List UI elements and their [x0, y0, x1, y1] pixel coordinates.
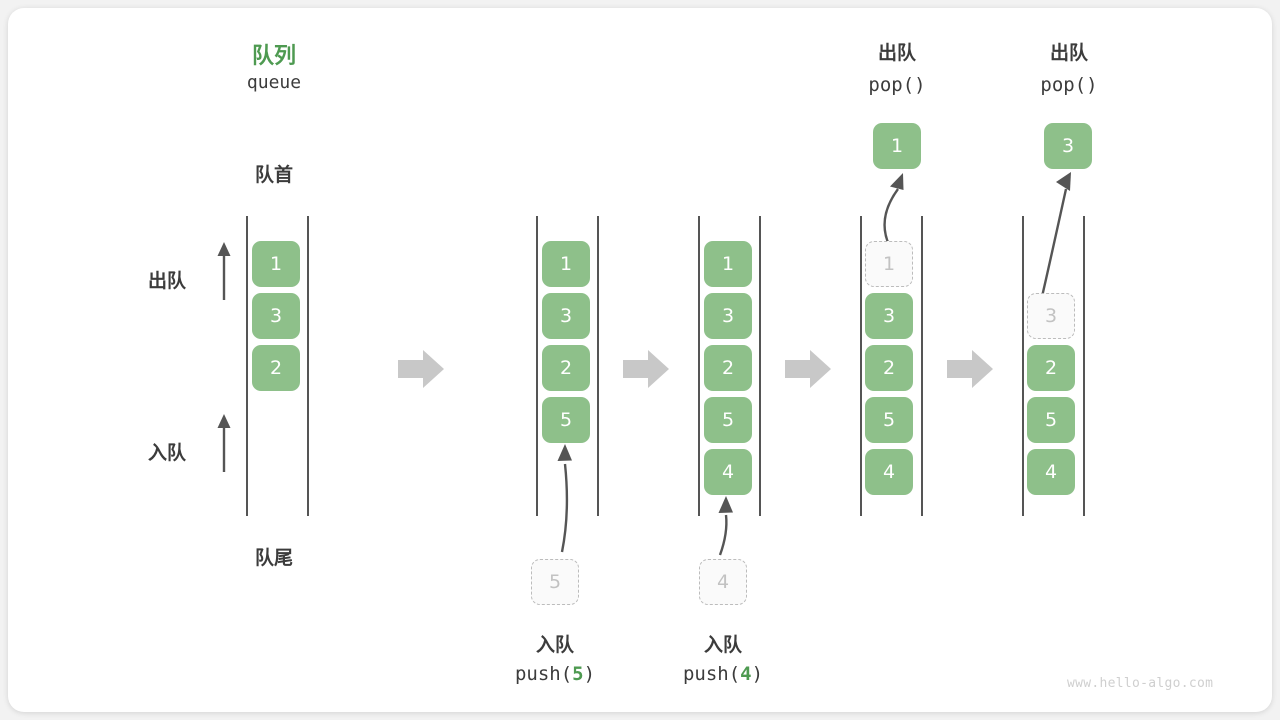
queue-item-leaving: 1 [865, 241, 913, 287]
queue-item: 5 [704, 397, 752, 443]
stage-header-code-pop-1: pop() [868, 74, 926, 96]
queue-item: 4 [1027, 449, 1075, 495]
stage-header-cn-pop-3: 出队 [1049, 42, 1088, 64]
push-paren-close: ) [583, 663, 596, 685]
queue-item: 3 [704, 293, 752, 339]
stage-caption-code-push-5: push(5) [495, 663, 615, 685]
queue-item: 3 [865, 293, 913, 339]
queue-rail-right-1 [307, 216, 309, 516]
right-flow-arrow-icon [398, 350, 444, 388]
queue-item: 5 [1027, 397, 1075, 443]
push-label: push( [682, 663, 741, 685]
queue-item: 5 [865, 397, 913, 443]
queue-item: 2 [1027, 345, 1075, 391]
queue-item-leaving: 3 [1027, 293, 1075, 339]
stage-caption-code-push-4: push(4) [663, 663, 783, 685]
queue-item: 3 [252, 293, 300, 339]
queue-tail-label: 队尾 [254, 547, 293, 569]
queue-rail-left-5 [1022, 216, 1024, 516]
queue-item: 2 [252, 345, 300, 391]
queue-rail-right-3 [759, 216, 761, 516]
enqueue-side-label: 入队 [148, 442, 187, 464]
queue-item: 4 [865, 449, 913, 495]
diagram-title-cn: 队列 [251, 44, 296, 69]
curved-arrow-icon-pop-1 [883, 173, 904, 248]
queue-item: 3 [542, 293, 590, 339]
push-argument: 4 [740, 663, 752, 685]
right-flow-arrow-icon [785, 350, 831, 388]
queue-item: 1 [542, 241, 590, 287]
queue-head-label: 队首 [254, 164, 293, 186]
up-arrow-icon-enqueue [217, 414, 231, 472]
right-flow-arrow-icon [947, 350, 993, 388]
queue-item: 2 [865, 345, 913, 391]
queue-rail-left-1 [246, 216, 248, 516]
stage-header-cn-pop-1: 出队 [877, 42, 916, 64]
stage-caption-cn-push-5: 入队 [535, 634, 574, 656]
up-arrow-icon-dequeue [217, 242, 231, 300]
popped-value-box: 1 [873, 123, 921, 169]
incoming-ghost-box: 4 [699, 559, 747, 605]
incoming-ghost-box: 5 [531, 559, 579, 605]
stage-header-code-pop-3: pop() [1040, 74, 1098, 96]
queue-item-new: 5 [542, 397, 590, 443]
curved-arrow-icon-pop-3 [1039, 172, 1071, 302]
queue-item: 2 [704, 345, 752, 391]
queue-item: 1 [704, 241, 752, 287]
queue-item-new: 4 [704, 449, 752, 495]
curved-arrow-icon-push-4 [718, 496, 733, 556]
popped-value-box: 3 [1044, 123, 1092, 169]
watermark: www.hello-algo.com [1067, 676, 1214, 691]
queue-item: 2 [542, 345, 590, 391]
queue-rail-right-5 [1083, 216, 1085, 516]
right-flow-arrow-icon [623, 350, 669, 388]
diagram-card: 队列 queue 队首 队尾 出队 入队 1 3 2 1 3 2 5 [8, 8, 1272, 712]
push-paren-close: ) [751, 663, 764, 685]
push-argument: 5 [572, 663, 584, 685]
queue-rail-right-4 [921, 216, 923, 516]
curved-arrow-icon-push-5 [557, 444, 572, 553]
queue-rail-right-2 [597, 216, 599, 516]
diagram-title-en: queue [246, 72, 302, 93]
queue-rail-left-4 [860, 216, 862, 516]
queue-rail-left-2 [536, 216, 538, 516]
queue-rail-left-3 [698, 216, 700, 516]
dequeue-side-label: 出队 [148, 270, 187, 292]
push-label: push( [514, 663, 573, 685]
stage-caption-cn-push-4: 入队 [703, 634, 742, 656]
queue-item: 1 [252, 241, 300, 287]
